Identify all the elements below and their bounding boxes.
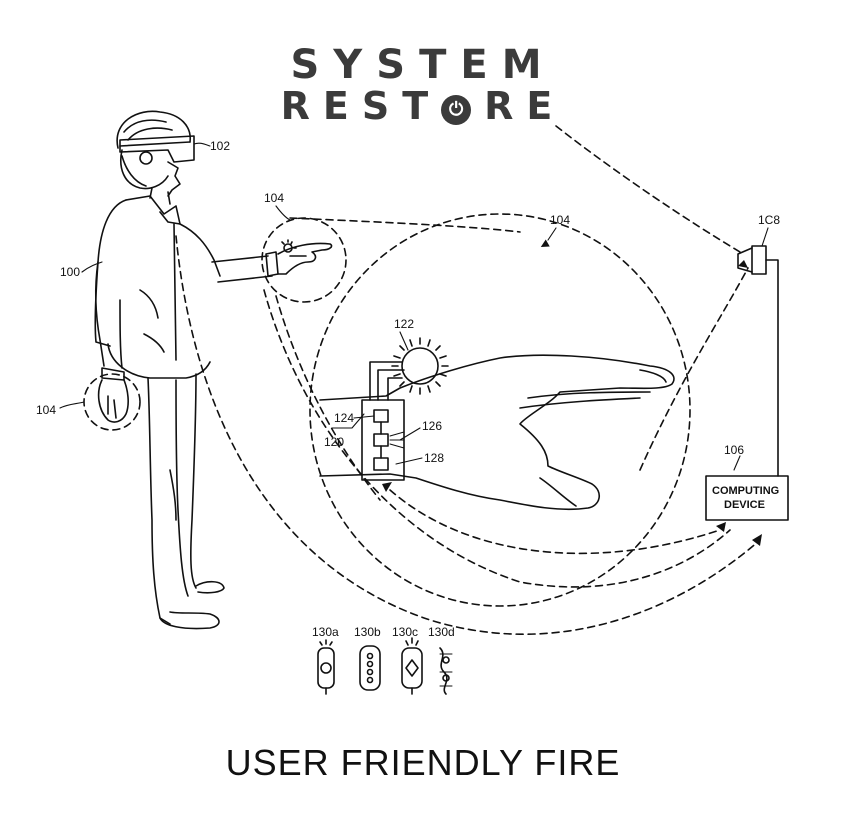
label-128: 128 (424, 451, 444, 465)
label-120: 120 (324, 435, 344, 449)
enlarged-hand (319, 337, 675, 511)
computing-device-line2: DEVICE (724, 499, 765, 511)
user-figure (94, 110, 333, 630)
caption: USER FRIENDLY FIRE (225, 742, 621, 783)
logo-line1-text: SYSTEM (290, 42, 556, 88)
label-130c: 130c (392, 625, 418, 639)
signal-paths (175, 125, 761, 636)
label-102: 102 (210, 139, 230, 153)
computing-device-box (705, 475, 789, 521)
band-variants (317, 637, 453, 695)
computing-device-line1: COMPUTING (712, 485, 779, 497)
logo-restore: REST⏻ RE (0, 84, 846, 128)
arrowheads (382, 239, 762, 546)
logo-system: SYSTEM (0, 42, 846, 88)
label-130b: 130b (354, 625, 381, 639)
label-122: 122 (394, 317, 414, 331)
label-100: 100 (60, 265, 80, 279)
label-130a: 130a (312, 625, 339, 639)
leader-lines (59, 142, 769, 471)
label-124: 124 (334, 411, 354, 425)
label-130d: 130d (428, 625, 455, 639)
power-icon: ⏻ (441, 95, 472, 125)
logo-line2-before: REST (280, 84, 442, 128)
label-104-large: 104 (550, 213, 570, 227)
speaker (737, 245, 779, 477)
reference-numerals: 102 100 104 104 104 122 124 120 126 128 … (36, 139, 780, 639)
label-104-left: 104 (36, 403, 56, 417)
label-104-top: 104 (264, 191, 284, 205)
logo-line2-after: RE (484, 84, 566, 128)
label-126: 126 (422, 419, 442, 433)
label-106: 106 (724, 443, 744, 457)
label-1c8: 1C8 (758, 213, 780, 227)
